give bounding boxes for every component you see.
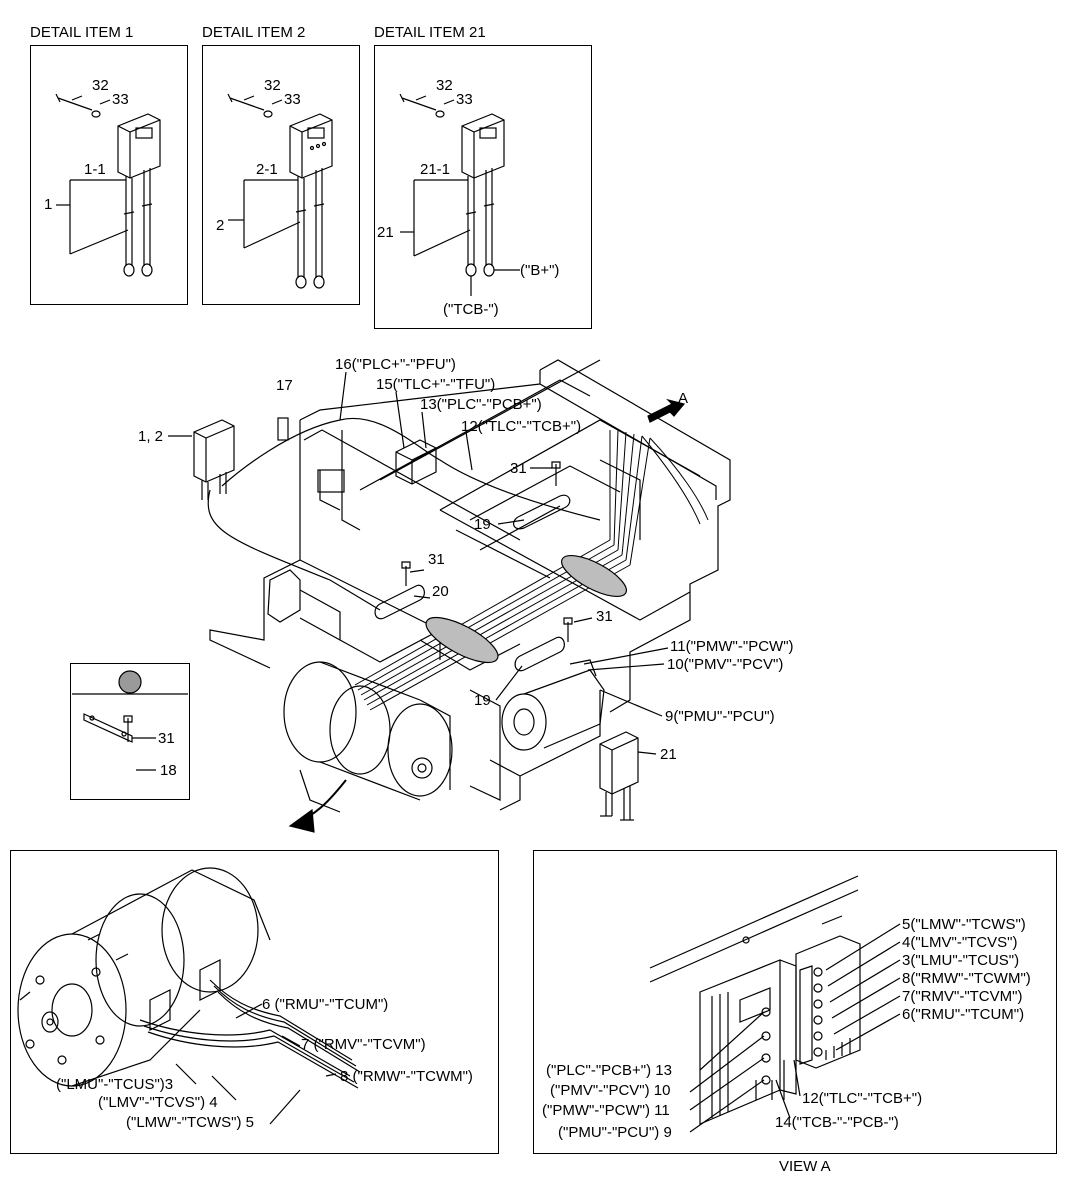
main-label-17: 17: [276, 377, 293, 394]
view-a-label-3: 3("LMU"-"TCUS"): [902, 952, 1020, 969]
view-a-label-11: ("PMW"-"PCW") 11: [542, 1102, 670, 1119]
main-label-10: 10("PMV"-"PCV"): [667, 656, 784, 673]
main-label-19b: 19: [474, 692, 491, 709]
view-a-label-8: 8("RMW"-"TCWM"): [902, 970, 1031, 987]
detail-item-2-box: [202, 45, 360, 305]
main-label-31b: 31: [428, 551, 445, 568]
motor-label-6: 6 ("RMU"-"TCUM"): [262, 996, 389, 1013]
view-a-label-9: ("PMU"-"PCU") 9: [558, 1124, 672, 1141]
view-a-label-13: ("PLC"-"PCB+") 13: [546, 1062, 672, 1079]
detail21-sub-label: 21-1: [420, 161, 451, 178]
motor-label-7: 7 ("RMV"-"TCVM"): [301, 1036, 426, 1053]
inset-drawing: [72, 670, 188, 771]
detail2-washer-label: 33: [284, 91, 301, 108]
view-a-caption: VIEW A: [779, 1158, 831, 1175]
view-a-label-6: 6("RMU"-"TCUM"): [902, 1006, 1025, 1023]
main-label-view-a-arrow: A: [678, 390, 689, 407]
detail2-item-label: 2: [216, 217, 225, 234]
detail1-sub-label: 1-1: [84, 161, 106, 178]
detail2-sub-label: 2-1: [256, 161, 278, 178]
detail-item-1-title: DETAIL ITEM 1: [30, 24, 134, 41]
view-a-label-5: 5("LMW"-"TCWS"): [902, 916, 1026, 933]
main-label-20: 20: [432, 583, 449, 600]
detail-item-2-title: DETAIL ITEM 2: [202, 24, 306, 41]
motor-label-8: 8 ("RMW"-"TCWM"): [340, 1068, 473, 1085]
view-a-label-14: 14("TCB-"-"PCB-"): [775, 1114, 899, 1131]
detail-item-1-box: [30, 45, 188, 305]
motor-label-4: ("LMV"-"TCVS") 4: [98, 1094, 218, 1111]
detail1-washer-label: 33: [112, 91, 129, 108]
detail21-bolt-label: 32: [436, 77, 453, 94]
view-a-drawing: [649, 875, 901, 1133]
main-label-19a: 19: [474, 516, 491, 533]
detail1-item-label: 1: [44, 196, 53, 213]
main-label-21: 21: [660, 746, 677, 763]
detail-item-21-drawing: [399, 93, 520, 296]
clamp-inset-box: [70, 663, 190, 800]
motor-view-drawing: [17, 867, 361, 1125]
detail21-item-label: 21: [377, 224, 394, 241]
main-label-12: 12("TLC"-"TCB+"): [461, 418, 582, 435]
main-label-9: 9("PMU"-"PCU"): [665, 708, 775, 725]
view-a-label-10: ("PMV"-"PCV") 10: [550, 1082, 671, 1099]
view-a-label-4: 4("LMV"-"TCVS"): [902, 934, 1018, 951]
main-assembly-drawing: [168, 359, 731, 833]
main-label-15: 15("TLC+"-"TFU"): [376, 376, 496, 393]
main-label-16: 16("PLC+"-"PFU"): [335, 356, 456, 373]
inset-label-18: 18: [160, 762, 177, 779]
main-label-1-2: 1, 2: [138, 428, 164, 445]
view-a-label-7: 7("RMV"-"TCVM"): [902, 988, 1023, 1005]
view-a-box: [533, 850, 1057, 1154]
detail2-bolt-label: 32: [264, 77, 281, 94]
detail-item-2-drawing: [227, 93, 333, 289]
inset-label-31: 31: [158, 730, 175, 747]
detail-item-21-title: DETAIL ITEM 21: [374, 24, 486, 41]
detail21-term-pos-label: ("B+"): [520, 262, 560, 279]
detail21-term-neg-label: ("TCB-"): [443, 301, 499, 318]
motor-label-3: ("LMU"-"TCUS")3: [56, 1076, 174, 1093]
view-a-label-12: 12("TLC"-"TCB+"): [802, 1090, 923, 1107]
main-label-31a: 31: [510, 460, 527, 477]
detail-item-21-box: [374, 45, 592, 329]
motor-view-box: [10, 850, 499, 1154]
motor-label-5: ("LMW"-"TCWS") 5: [126, 1114, 254, 1131]
main-label-31c: 31: [596, 608, 613, 625]
main-label-13: 13("PLC"-"PCB+"): [420, 396, 542, 413]
detail-item-1-drawing: [55, 93, 161, 277]
detail1-bolt-label: 32: [92, 77, 109, 94]
main-label-11: 11("PMW"-"PCW"): [670, 638, 794, 655]
detail21-washer-label: 33: [456, 91, 473, 108]
